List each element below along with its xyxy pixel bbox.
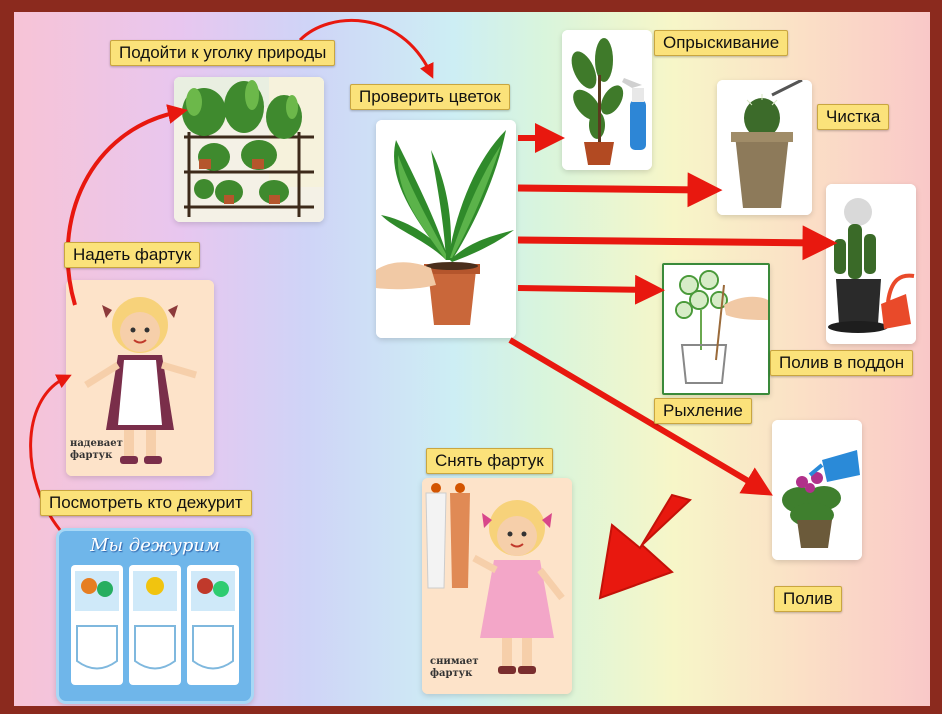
label-cleaning: Чистка xyxy=(817,104,889,130)
cleaning-photo xyxy=(717,80,812,215)
arrow-watering-to-apron-off xyxy=(600,495,690,598)
arrow-to-tray-watering xyxy=(518,240,820,243)
label-spraying: Опрыскивание xyxy=(654,30,788,56)
label-put-on-apron: Надеть фартук xyxy=(64,242,200,268)
arrow-to-cleaning xyxy=(518,188,705,190)
label-nature-corner: Подойти к уголку природы xyxy=(110,40,335,66)
arrow-apron-to-corner xyxy=(68,112,178,305)
label-loosening: Рыхление xyxy=(654,398,752,424)
nature-corner-photo xyxy=(174,77,324,222)
arrow-to-loosening xyxy=(518,288,650,290)
girl-apron-off-caption: снимает фартук xyxy=(430,656,479,680)
caption-line-1: снимает xyxy=(430,656,479,668)
caption-line-1: надевает xyxy=(70,438,123,450)
girl-apron-on-caption: надевает фартук xyxy=(70,438,123,462)
caption-line-2: фартук xyxy=(430,668,479,680)
spraying-photo xyxy=(562,30,652,170)
girl-apron-on-picture: надевает фартук xyxy=(66,280,214,476)
watering-photo xyxy=(772,420,862,560)
main-flower-photo xyxy=(376,120,516,338)
tray-watering-photo xyxy=(826,184,916,344)
duty-board: Мы дежурим xyxy=(56,528,254,704)
label-check-duty: Посмотреть кто дежурит xyxy=(40,490,252,516)
label-check-flower: Проверить цветок xyxy=(350,84,510,110)
label-take-off-apron: Снять фартук xyxy=(426,448,553,474)
loosening-photo xyxy=(662,263,770,395)
label-tray-watering: Полив в поддон xyxy=(770,350,913,376)
label-watering: Полив xyxy=(774,586,842,612)
caption-line-2: фартук xyxy=(70,450,123,462)
slide-canvas: надевает фартук Мы дежурим xyxy=(14,12,930,706)
girl-apron-off-picture: снимает фартук xyxy=(422,478,572,694)
